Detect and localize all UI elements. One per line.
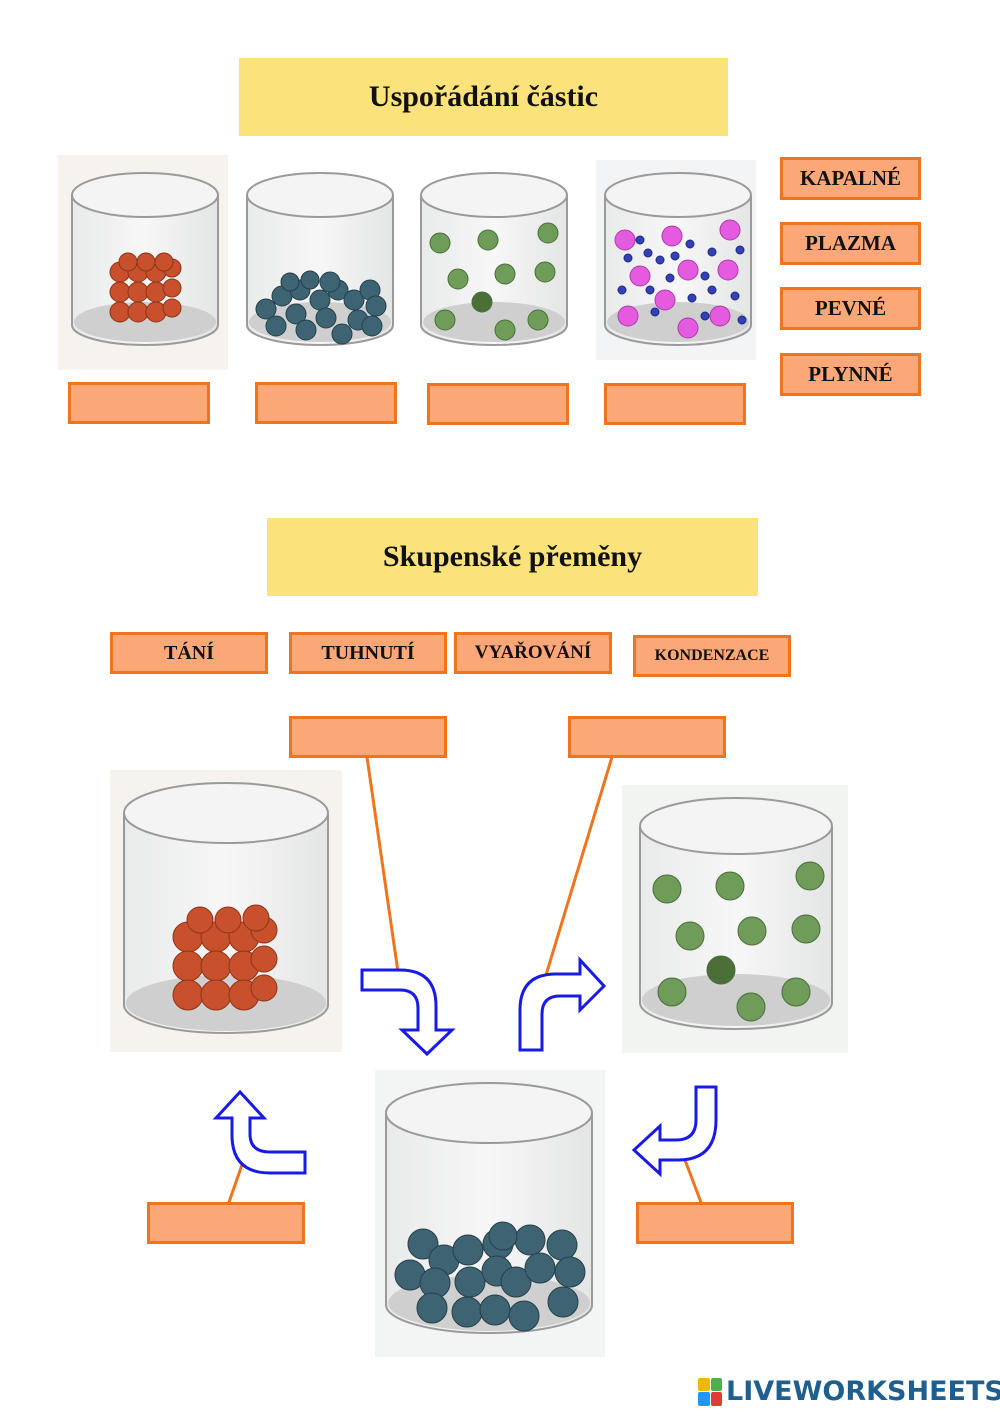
answer-box-solid[interactable]	[68, 382, 210, 424]
liquid-particles	[255, 270, 387, 345]
option-label: TUHNUTÍ	[321, 641, 415, 664]
jar-liquid-top	[246, 172, 394, 346]
arrow-solid-to-liquid	[360, 968, 456, 1057]
plasma-electrons	[617, 235, 747, 325]
option-tani[interactable]: TÁNÍ	[110, 632, 268, 674]
section-title-text: Uspořádání částic	[368, 80, 599, 113]
answer-box-evaporation[interactable]	[568, 716, 726, 758]
gas-particles	[429, 222, 559, 341]
option-plynne[interactable]: PLYNNÉ	[780, 353, 921, 396]
option-label: PLYNNÉ	[808, 362, 893, 386]
brand-text: LIVEWORKSHEETS	[726, 1376, 1000, 1407]
option-label: VYAŘOVÁNÍ	[474, 642, 592, 663]
option-kapalne[interactable]: KAPALNÉ	[780, 157, 921, 200]
option-label: PLAZMA	[805, 231, 896, 255]
arrow-liquid-to-gas	[518, 956, 607, 1052]
jar-solid-large	[110, 770, 342, 1052]
section-title-particle-arrangement: Uspořádání částic	[239, 58, 728, 136]
liquid-particles-large	[394, 1221, 586, 1332]
jar-gas-top	[420, 172, 568, 346]
section-title-phase-changes: Skupenské přeměny	[267, 518, 758, 596]
arrow-gas-to-liquid	[631, 1085, 718, 1178]
option-label: PEVNÉ	[814, 296, 887, 320]
liveworksheets-logo-icon	[698, 1377, 722, 1406]
option-vyarovani[interactable]: VYAŘOVÁNÍ	[454, 632, 612, 674]
answer-box-liquid[interactable]	[255, 382, 397, 424]
answer-box-plasma[interactable]	[604, 383, 746, 425]
jar-liquid-large	[375, 1070, 605, 1357]
answer-box-melting[interactable]	[289, 716, 447, 758]
answer-box-gas[interactable]	[427, 383, 569, 425]
jar-plasma-top	[596, 160, 756, 360]
gas-particles-large	[652, 861, 825, 1022]
arrow-liquid-to-solid	[212, 1089, 307, 1175]
answer-box-freezing[interactable]	[147, 1202, 305, 1244]
plasma-ions	[614, 219, 741, 339]
jar-solid-top	[58, 155, 228, 370]
option-plazma[interactable]: PLAZMA	[780, 222, 921, 265]
option-label: TÁNÍ	[163, 641, 214, 664]
jar-gas-large	[622, 785, 848, 1053]
option-label: KONDENZACE	[654, 647, 770, 664]
option-label: KAPALNÉ	[799, 166, 902, 190]
connector-lines	[226, 756, 704, 1206]
option-kondenzace[interactable]: KONDENZACE	[633, 635, 791, 677]
answer-box-condensation[interactable]	[636, 1202, 794, 1244]
solid-particles-large	[172, 904, 278, 1011]
solid-particles	[109, 252, 182, 323]
liveworksheets-brand: LIVEWORKSHEETS	[698, 1376, 1000, 1407]
section-title-text: Skupenské přeměny	[382, 540, 643, 573]
option-tuhnuti[interactable]: TUHNUTÍ	[289, 632, 447, 674]
option-pevne[interactable]: PEVNÉ	[780, 287, 921, 330]
